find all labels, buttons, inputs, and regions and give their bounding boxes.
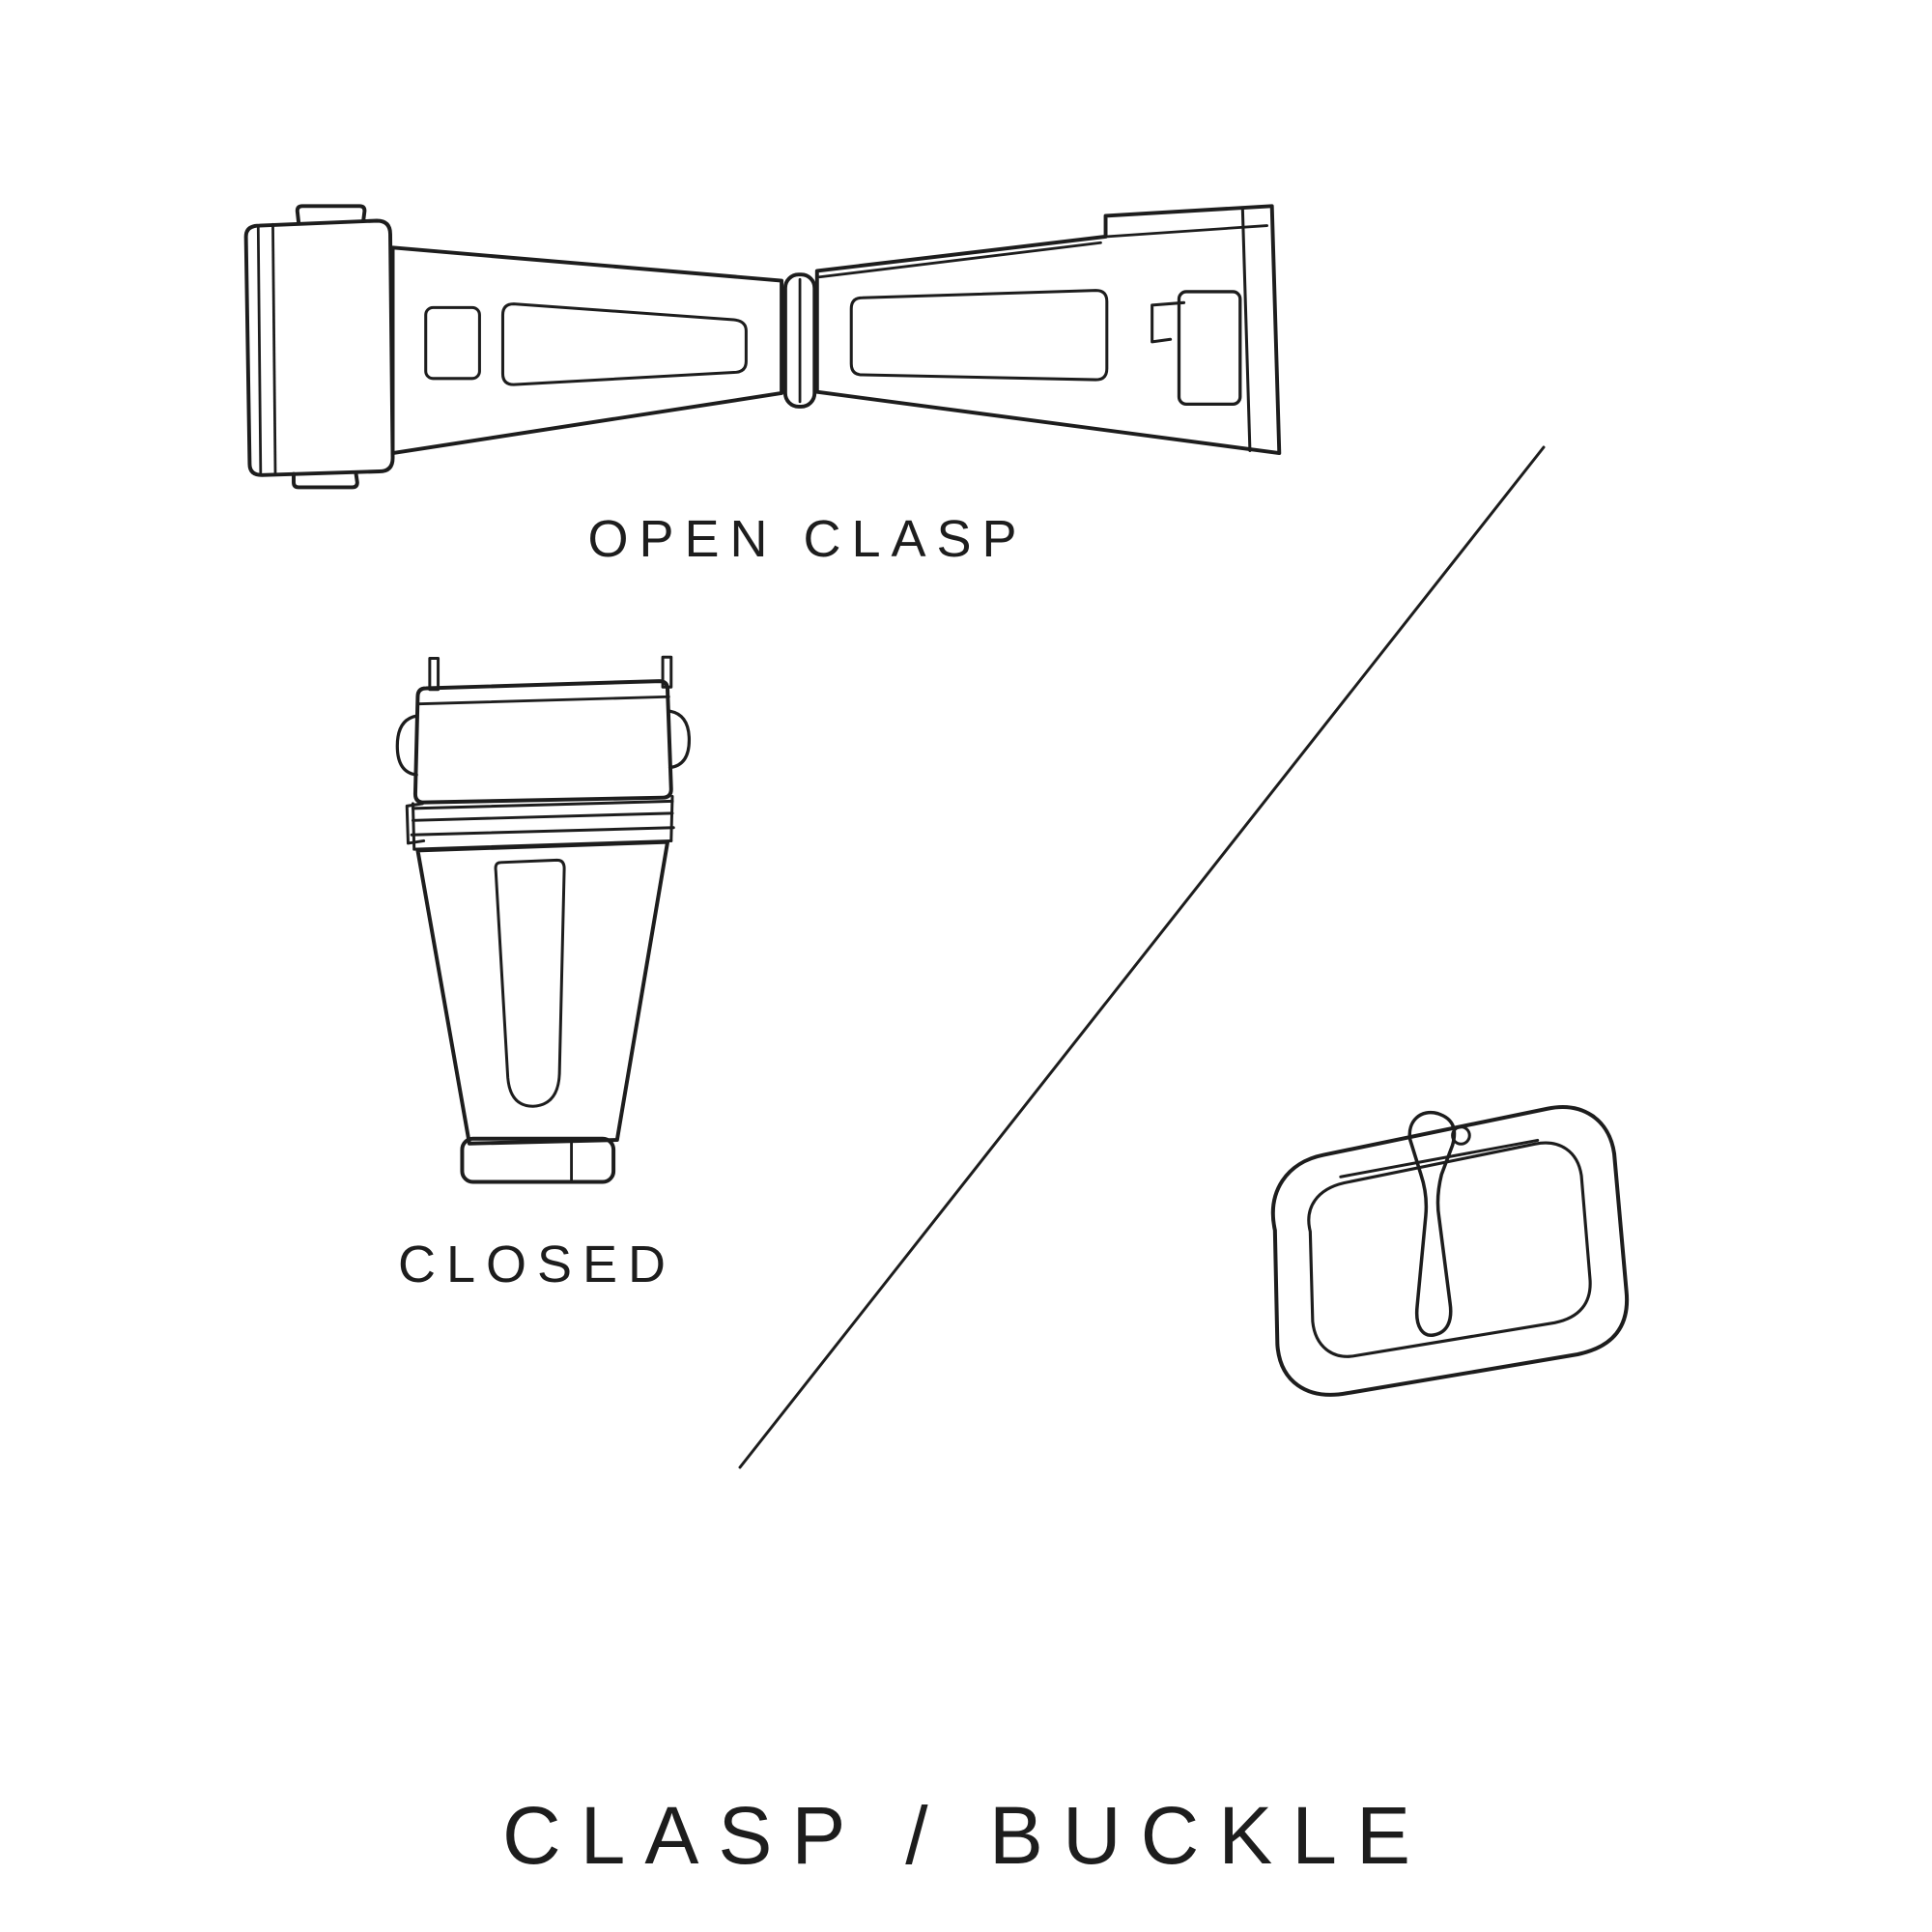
clasp-end-block [243,218,395,477]
page-title: CLASP / BUCKLE [501,1790,1431,1881]
clasp-bottom-bar [460,1136,616,1184]
buckle-prong [1407,1110,1457,1337]
clasp-right-blade-endcap-line [1240,207,1252,453]
clasp-band-line-2 [411,811,674,822]
clasp-left-blade-notch [424,305,481,381]
clasp-top-cover-fold-line [417,695,670,706]
clasp-right-blade-plate-line [1104,224,1269,239]
clasp-block-fold-line [271,222,277,475]
clasp-right-blade-hook [1151,300,1186,344]
clasp-right-blade [814,204,1282,455]
clasp-top-cover [412,679,673,805]
clasp-left-blade [390,245,784,455]
clasp-lower-body [415,839,670,1146]
buckle-frame-inner [1307,1141,1592,1358]
clasp-band-line-1 [411,799,674,810]
clasp-band-right-edge [669,794,674,842]
buckle-frame-outer [1270,1105,1630,1397]
clasp-right-blade-top-edge [817,241,1102,279]
divider-line [738,445,1546,1469]
buckle-pin-ring [1451,1125,1471,1146]
closed-clasp-illustration [395,655,692,1184]
clasp-prong-left [428,656,440,692]
open-clasp-label: OPEN CLASP [587,510,1028,568]
clasp-hinge [782,272,817,409]
open-clasp-illustration [243,204,1282,490]
clasp-left-blade-inner-outline [500,302,748,386]
buckle-axle [1339,1138,1540,1179]
clasp-ear-right [668,709,692,770]
clasp-ear-left [395,714,418,777]
clasp-right-blade-cutout [1177,290,1242,407]
clasp-block-top-tab [295,204,367,224]
clasp-block-edge-line [256,225,263,474]
clasp-band-left-edge [411,802,416,850]
clasp-left-notch [405,802,426,845]
clasp-block-bottom-tab [292,471,359,490]
clasp-lower-inner-outline [494,858,566,1108]
closed-clasp-label: CLOSED [397,1236,677,1293]
clasp-band-line-3 [410,826,675,837]
buckle-illustration [1270,1105,1630,1397]
diagonal-divider [738,445,1546,1469]
clasp-right-blade-inner-outline [849,289,1109,382]
